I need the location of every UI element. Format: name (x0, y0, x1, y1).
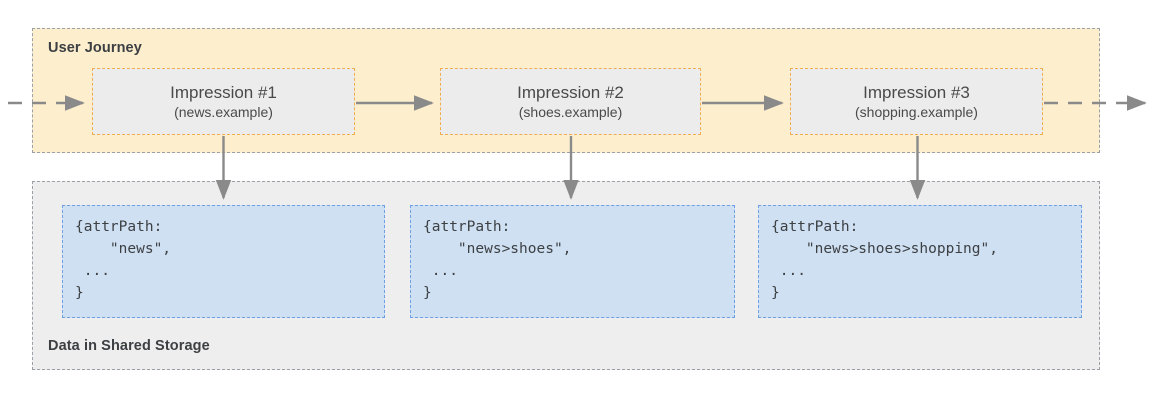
impression-title: Impression #3 (863, 82, 970, 102)
shared-storage-label: Data in Shared Storage (48, 338, 210, 354)
impression-box-2[interactable]: Impression #2 (shoes.example) (440, 68, 701, 135)
impression-box-3[interactable]: Impression #3 (shopping.example) (790, 68, 1043, 135)
impression-site: (shoes.example) (518, 104, 623, 121)
shared-storage-code: {attrPath: "news>shoes>shopping", ... } (771, 219, 998, 302)
user-journey-label: User Journey (48, 40, 142, 56)
impression-site: (news.example) (174, 104, 273, 121)
impression-box-1[interactable]: Impression #1 (news.example) (92, 68, 355, 135)
shared-storage-data-box-1[interactable]: {attrPath: "news", ... } (62, 205, 385, 318)
shared-storage-code: {attrPath: "news>shoes", ... } (423, 219, 572, 302)
shared-storage-data-box-2[interactable]: {attrPath: "news>shoes", ... } (410, 205, 735, 318)
impression-title: Impression #1 (170, 82, 277, 102)
impression-title: Impression #2 (517, 82, 624, 102)
shared-storage-code: {attrPath: "news", ... } (75, 219, 172, 302)
shared-storage-data-box-3[interactable]: {attrPath: "news>shoes>shopping", ... } (758, 205, 1082, 318)
impression-site: (shopping.example) (855, 104, 978, 121)
